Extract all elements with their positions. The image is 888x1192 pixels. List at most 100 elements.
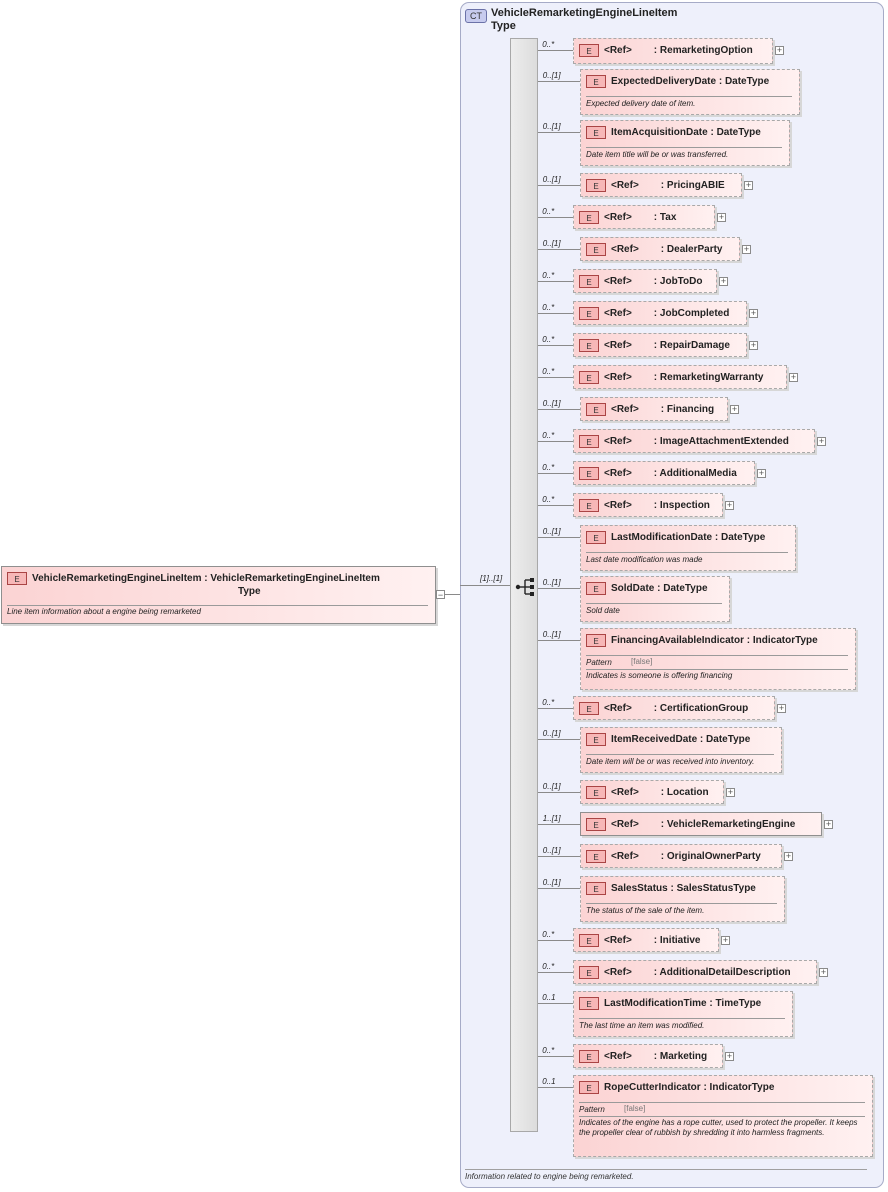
plus-expand-icon[interactable]: + — [742, 244, 751, 254]
element-name: <Ref>: RemarketingWarranty — [604, 371, 763, 384]
element-cardinality: 1..[1] — [542, 814, 561, 823]
element-name: <Ref>: Location — [611, 786, 709, 799]
plus-expand-icon[interactable]: + — [824, 819, 833, 829]
plus-expand-icon[interactable]: + — [777, 703, 786, 713]
plus-expand-icon[interactable]: + — [775, 45, 784, 55]
element-box[interactable]: E<Ref>: VehicleRemarketingEngine — [580, 812, 822, 836]
element-box[interactable]: E<Ref>: Initiative — [573, 928, 719, 952]
ref-label: <Ref> — [611, 851, 639, 862]
element-box[interactable]: E<Ref>: Location — [580, 780, 724, 804]
ref-label: <Ref> — [611, 180, 639, 191]
element-box[interactable]: E<Ref>: PricingABIE — [580, 173, 742, 197]
element-name: <Ref> : DealerParty — [611, 243, 723, 256]
plus-expand-icon[interactable]: + — [784, 851, 793, 861]
element-name: <Ref>: Marketing — [604, 1050, 707, 1063]
element-box[interactable]: E<Ref>: Marketing — [573, 1044, 723, 1068]
plus-expand-icon[interactable]: + — [725, 1051, 734, 1061]
element-box[interactable]: E<Ref>: CertificationGroup — [573, 696, 775, 720]
element-box[interactable]: E<Ref>: AdditionalDetailDescription — [573, 960, 817, 984]
complex-type-doc-divider — [465, 1169, 867, 1170]
element-name: LastModificationDate : DateType — [611, 531, 765, 544]
plus-expand-icon[interactable]: + — [757, 468, 766, 478]
element-box[interactable]: E<Ref>: Inspection — [573, 493, 723, 517]
ref-label: <Ref> — [611, 244, 639, 255]
element-name: <Ref>: ImageAttachmentExtended — [604, 435, 789, 448]
element-type-name: : Financing — [660, 404, 715, 415]
element-box[interactable]: E<Ref>: RemarketingWarranty — [573, 365, 787, 389]
root-element-box[interactable]: E VehicleRemarketingEngineLineItem : Veh… — [1, 566, 436, 624]
element-type-name: ItemAcquisitionDate : DateType — [611, 127, 761, 138]
element-badge: E — [579, 435, 599, 448]
plus-expand-icon[interactable]: + — [744, 180, 753, 190]
element-type-name: : RepairDamage — [653, 340, 730, 351]
element-connector — [538, 345, 573, 346]
element-doc-divider — [586, 603, 722, 604]
element-connector — [538, 281, 573, 282]
plus-expand-icon[interactable]: + — [749, 308, 758, 318]
element-box[interactable]: E<Ref>: JobToDo — [573, 269, 717, 293]
element-cardinality: 0..[1] — [542, 399, 561, 408]
root-name: VehicleRemarketingEngineLineItem — [32, 573, 202, 584]
element-connector — [538, 588, 580, 589]
element-connector — [538, 708, 573, 709]
element-name: <Ref>: AdditionalDetailDescription — [604, 966, 791, 979]
element-box[interactable]: E<Ref>: AdditionalMedia — [573, 461, 755, 485]
element-badge: E — [586, 882, 606, 895]
element-type-name: : DealerParty — [660, 244, 723, 255]
plus-expand-icon[interactable]: + — [721, 935, 730, 945]
element-type-name: : Inspection — [653, 500, 710, 511]
plus-expand-icon[interactable]: + — [719, 276, 728, 286]
element-doc-divider — [586, 552, 788, 553]
element-cardinality: 0..* — [542, 40, 555, 49]
element-type-name: : RemarketingOption — [653, 45, 753, 56]
element-name: <Ref>: Financing — [611, 403, 714, 416]
element-cardinality: 0..* — [542, 495, 555, 504]
element-badge: E — [586, 75, 606, 88]
plus-expand-icon[interactable]: + — [819, 967, 828, 977]
element-box[interactable]: E<Ref>: DealerParty — [580, 237, 740, 261]
plus-expand-icon[interactable]: + — [789, 372, 798, 382]
element-type-name: LastModificationDate : DateType — [611, 532, 766, 543]
element-box[interactable]: E <Ref>: ImageAttachmentExtended — [573, 429, 815, 453]
element-doc-divider — [586, 903, 777, 904]
element-box[interactable]: E<Ref>: RemarketingOption — [573, 38, 773, 64]
element-connector — [538, 185, 580, 186]
plus-expand-icon[interactable]: + — [726, 787, 735, 797]
plus-expand-icon[interactable]: + — [817, 436, 826, 446]
element-connector — [538, 856, 580, 857]
pattern-label: Pattern — [579, 1105, 605, 1114]
element-cardinality: 0..* — [542, 271, 555, 280]
element-box[interactable]: E<Ref>: OriginalOwnerParty — [580, 844, 782, 868]
element-type-name: : ImageAttachmentExtended — [653, 436, 789, 447]
element-connector — [538, 537, 580, 538]
element-connector — [538, 377, 573, 378]
element-box[interactable]: E<Ref>: Tax — [573, 205, 715, 229]
collapse-icon[interactable]: − — [436, 590, 445, 600]
ref-label: <Ref> — [604, 703, 632, 714]
element-badge: E — [586, 634, 606, 647]
plus-expand-icon[interactable]: + — [725, 500, 734, 510]
element-box[interactable]: E<Ref>: JobCompleted — [573, 301, 747, 325]
element-type-name: : CertificationGroup — [653, 703, 749, 714]
element-type-name: : JobToDo — [653, 276, 703, 287]
sequence-compositor-icon[interactable] — [515, 577, 537, 597]
element-name: ItemReceivedDate : DateType — [611, 733, 750, 746]
element-box[interactable]: E<Ref>: Financing — [580, 397, 728, 421]
element-connector — [538, 792, 580, 793]
element-box[interactable]: E<Ref>: RepairDamage — [573, 333, 747, 357]
element-badge: E — [579, 211, 599, 224]
plus-expand-icon[interactable]: + — [730, 404, 739, 414]
complex-type-badge: CT — [465, 9, 487, 23]
plus-expand-icon[interactable]: + — [749, 340, 758, 350]
plus-expand-icon[interactable]: + — [717, 212, 726, 222]
element-badge: E — [579, 275, 599, 288]
